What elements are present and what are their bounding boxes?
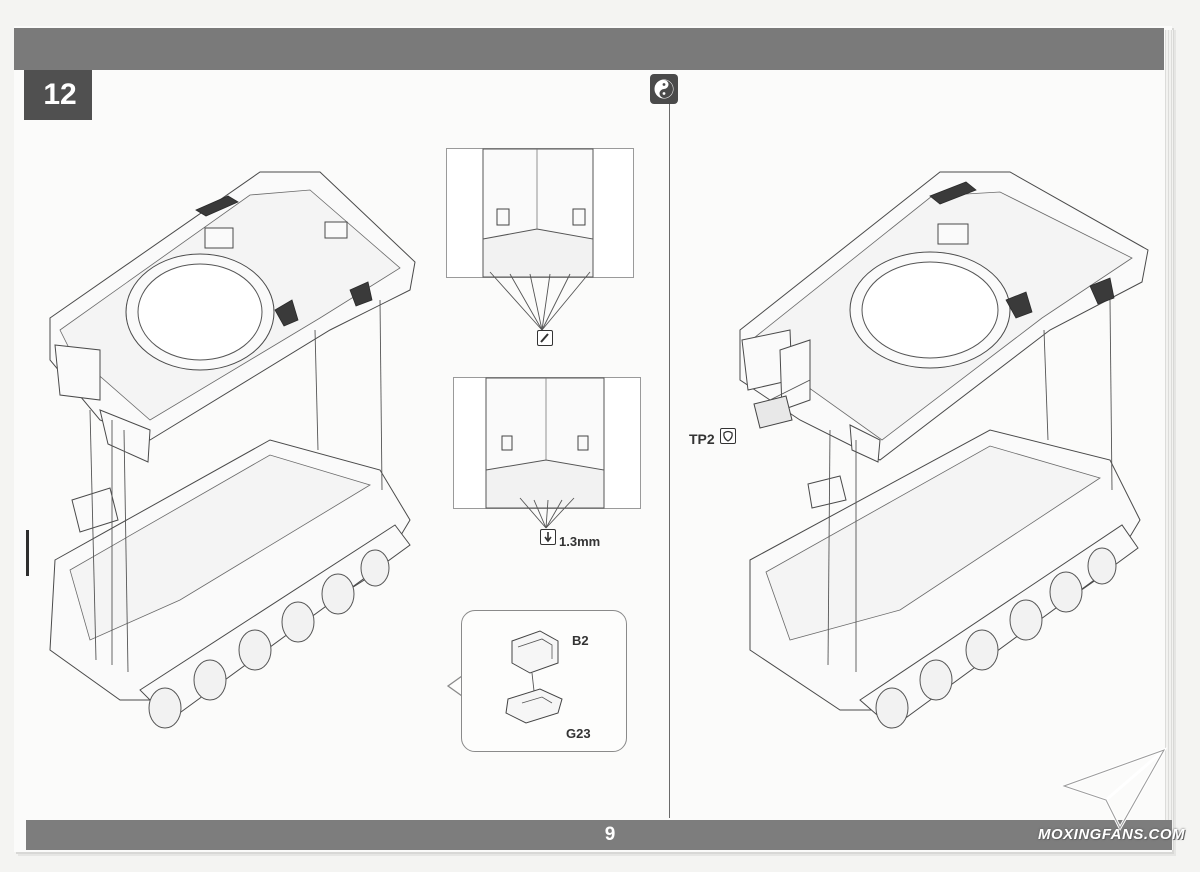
column-divider: [669, 100, 670, 818]
footer-band: [26, 820, 1172, 850]
assembly-arrows-right: [827, 299, 1113, 672]
margin-mark: [26, 530, 29, 576]
detail-drawing-top: [482, 148, 594, 278]
lower-hull-left: [49, 439, 411, 729]
paper-plane-logo: [1059, 747, 1168, 832]
detail-view-bottom: [453, 377, 641, 509]
site-watermark: MOXINGFANS.COM: [1038, 826, 1186, 843]
photo-etch-icon: [537, 330, 553, 346]
assembly-arrows-left: [89, 299, 383, 673]
upper-hull-left: [49, 171, 416, 463]
right-assembly-drawing: [739, 171, 1149, 729]
page-edge: [1165, 30, 1173, 850]
parts-callout: [461, 610, 627, 752]
measurement-label: 1.3mm: [559, 534, 601, 549]
left-assembly-drawing: [49, 171, 416, 729]
callout-parts-drawing: [505, 630, 563, 724]
detail-top-leaders: [489, 271, 591, 331]
callout-tail: [446, 675, 463, 697]
page-number: 9: [604, 824, 616, 845]
part-label-b2: B2: [572, 633, 589, 648]
step-number: 12: [43, 78, 77, 111]
header-band: [14, 28, 1164, 70]
lower-hull-right: [749, 429, 1141, 729]
clear-part-icon: [720, 428, 736, 444]
part-label-tp2: TP2: [689, 431, 715, 447]
yin-yang-icon: [654, 79, 674, 99]
detail-bottom-leaders: [519, 497, 575, 529]
alternative-option-badge: [650, 74, 678, 104]
upper-hull-right: [739, 171, 1149, 463]
part-label-g23: G23: [566, 726, 591, 741]
detail-view-top: [446, 148, 634, 278]
photo-etch-icon: [540, 529, 556, 545]
clear-part-tp2: [753, 379, 811, 429]
step-number-badge: 12: [24, 70, 92, 120]
detail-drawing-bottom: [485, 377, 605, 509]
